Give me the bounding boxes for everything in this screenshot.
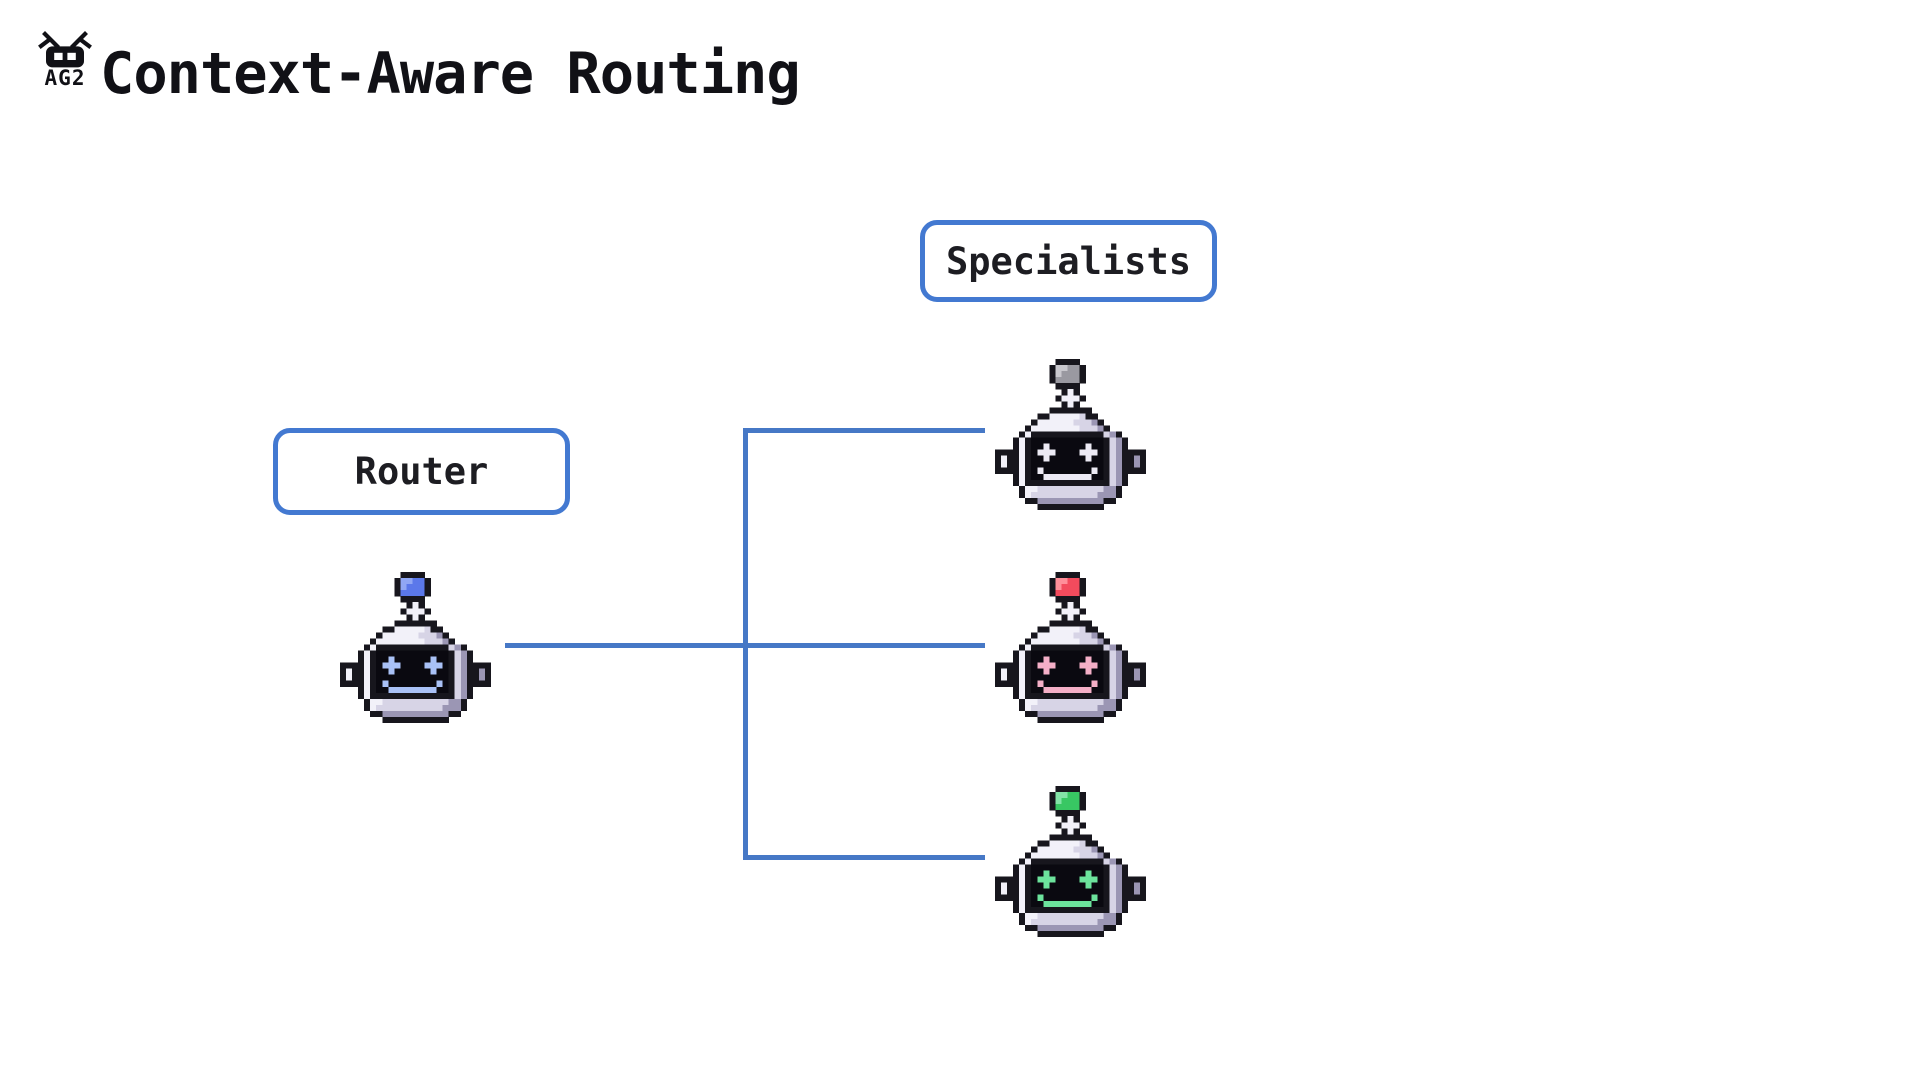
router-robot-icon — [340, 572, 497, 723]
router-label: Router — [354, 450, 489, 493]
specialists-label-box: Specialists — [920, 220, 1217, 302]
specialists-label: Specialists — [945, 239, 1192, 283]
specialist-robot-gray-icon — [995, 359, 1152, 510]
ag2-logo-text: AG2 — [44, 66, 86, 90]
specialist-robot-red-icon — [995, 572, 1152, 723]
page-title: Context-Aware Routing — [100, 41, 801, 107]
specialist-robot-green-icon — [995, 786, 1152, 937]
ag2-logo: AG2 — [36, 30, 94, 92]
ag2-robot-icon — [38, 31, 92, 68]
router-label-box: Router — [273, 428, 570, 515]
connector-trunk-vertical — [743, 428, 748, 860]
connector-branch-top — [743, 428, 985, 433]
connector-branch-bottom — [743, 855, 985, 860]
